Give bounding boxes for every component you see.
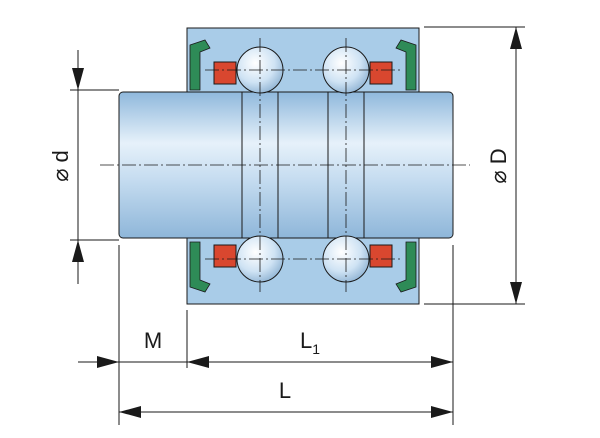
center-lines: [100, 38, 470, 292]
label-D: ⌀ D: [486, 148, 511, 183]
seal-top-left: [189, 39, 211, 91]
cage-bottom-left: [213, 244, 237, 268]
label-L: L: [279, 378, 291, 403]
seal-bottom-right: [395, 241, 417, 293]
dimension-L1: [187, 356, 453, 368]
dimension-d: [72, 50, 84, 284]
label-M: M: [144, 328, 162, 353]
label-L1: L1: [300, 328, 320, 357]
seal-top-right: [395, 39, 417, 91]
seal-bottom-left: [189, 241, 211, 293]
dimension-L: [119, 406, 453, 418]
cage-bottom-right: [369, 244, 393, 268]
cage-top-left: [213, 61, 237, 85]
cage-top-right: [369, 61, 393, 85]
label-d: ⌀ d: [48, 150, 73, 182]
dimension-D: [510, 27, 522, 304]
